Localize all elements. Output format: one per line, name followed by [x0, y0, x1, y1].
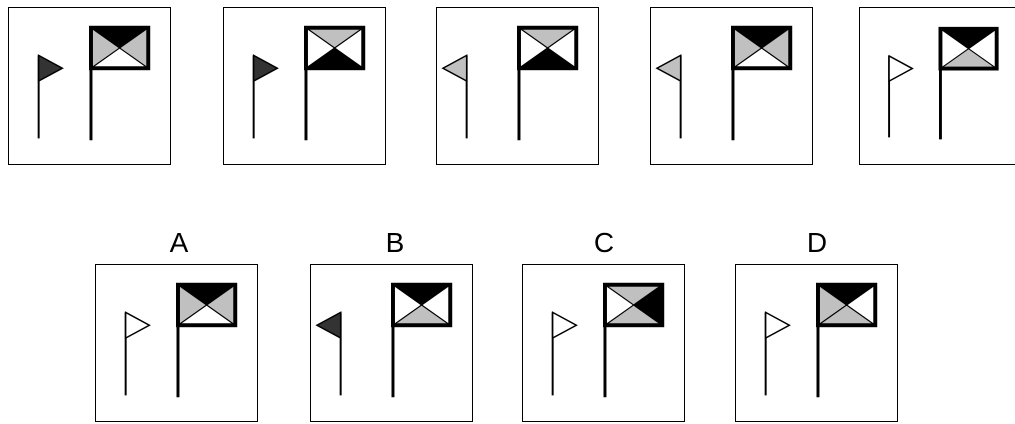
sequence-panel-2 — [223, 7, 386, 165]
big-flag-top-triangle — [732, 27, 791, 48]
big-flag-bottom-triangle — [177, 304, 236, 326]
flag-figure-opt-b — [315, 282, 453, 398]
big-flag-top-triangle — [177, 284, 236, 305]
option-label-c: C — [593, 227, 615, 258]
option-panel-d[interactable] — [735, 264, 898, 422]
flag-figure-seq-5 — [888, 26, 999, 140]
big-flag-left-triangle — [392, 284, 422, 326]
sequence-panel-3 — [436, 7, 599, 165]
big-flag-border — [603, 282, 665, 328]
option-panel-c[interactable] — [522, 264, 685, 422]
big-flag-diagonal-2 — [817, 284, 876, 326]
big-flag-border — [938, 26, 999, 71]
big-flag-bottom-triangle — [90, 47, 149, 69]
big-flag-border — [517, 25, 579, 71]
big-flag-right-triangle — [968, 28, 997, 69]
big-flag-border — [89, 25, 151, 71]
option-panel-a[interactable] — [95, 264, 258, 422]
big-flag-border — [391, 282, 453, 328]
flag-figure-seq-2 — [252, 25, 366, 141]
big-flag-bottom-triangle — [518, 47, 577, 69]
big-flag-left-triangle — [305, 27, 335, 69]
big-flag-left-triangle — [604, 284, 634, 326]
small-pennant — [551, 311, 578, 340]
small-pennant — [315, 311, 342, 340]
big-flag-top-triangle — [90, 27, 149, 48]
big-flag-bottom-triangle — [604, 304, 663, 326]
big-flag-border — [176, 282, 238, 328]
big-flag-right-triangle — [334, 27, 364, 69]
big-flag-right-triangle — [761, 27, 791, 69]
big-flag-diagonal-2 — [90, 27, 149, 69]
big-flag-bottom-triangle — [392, 304, 451, 326]
big-flag-bottom-triangle — [940, 48, 997, 69]
big-flag-right-triangle — [846, 284, 876, 326]
big-flag-left-triangle — [940, 28, 969, 69]
big-flag-border — [304, 25, 366, 71]
big-flag-top-triangle — [518, 27, 577, 48]
option-label-d: D — [806, 227, 828, 258]
flag-figure-opt-a — [124, 282, 238, 398]
small-pennant — [655, 54, 682, 83]
big-flag-diagonal-2 — [518, 27, 577, 69]
flag-figure-seq-1 — [37, 25, 151, 141]
option-label-a: A — [169, 227, 189, 258]
big-flag-right-triangle — [206, 284, 236, 326]
big-flag-left-triangle — [90, 27, 120, 69]
big-flag-right-triangle — [119, 27, 149, 69]
big-flag-top-triangle — [940, 28, 997, 49]
big-flag-top-triangle — [305, 27, 364, 48]
small-pennant — [441, 54, 468, 83]
big-flag-right-triangle — [547, 27, 577, 69]
big-flag-diagonal-2 — [604, 284, 663, 326]
small-pennant — [124, 311, 151, 340]
sequence-panel-4 — [650, 7, 813, 165]
option-panel-b[interactable] — [310, 264, 473, 422]
flag-figure-seq-4 — [655, 25, 793, 141]
big-flag-left-triangle — [177, 284, 207, 326]
small-pennant — [888, 54, 914, 83]
big-flag-bottom-triangle — [732, 47, 791, 69]
big-flag-diagonal-2 — [177, 284, 236, 326]
big-flag-right-triangle — [633, 284, 663, 326]
small-pennant — [252, 54, 279, 83]
big-flag-right-triangle — [421, 284, 451, 326]
small-pennant — [764, 311, 791, 340]
sequence-panel-5 — [859, 7, 1015, 165]
flag-figure-opt-c — [551, 282, 665, 398]
big-flag-diagonal-2 — [392, 284, 451, 326]
big-flag-left-triangle — [518, 27, 548, 69]
flag-figure-seq-3 — [441, 25, 579, 141]
big-flag-diagonal-2 — [940, 28, 998, 70]
big-flag-border — [731, 25, 793, 71]
big-flag-border — [816, 282, 878, 328]
big-flag-top-triangle — [392, 284, 451, 305]
flag-figure-opt-d — [764, 282, 878, 398]
big-flag-bottom-triangle — [817, 304, 876, 326]
big-flag-top-triangle — [604, 284, 663, 305]
sequence-panel-1 — [8, 7, 171, 165]
big-flag-left-triangle — [732, 27, 762, 69]
option-label-b: B — [385, 227, 405, 258]
small-pennant — [37, 54, 64, 83]
big-flag-bottom-triangle — [305, 47, 364, 69]
big-flag-diagonal-2 — [732, 27, 791, 69]
big-flag-top-triangle — [817, 284, 876, 305]
big-flag-diagonal-2 — [305, 27, 364, 69]
big-flag-left-triangle — [817, 284, 847, 326]
